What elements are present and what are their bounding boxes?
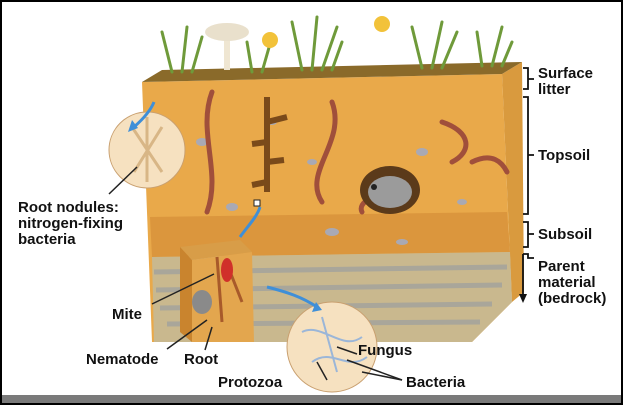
- sample-marker: [254, 200, 260, 206]
- label-root-nodules: Root nodules: nitrogen-fixing bacteria: [18, 200, 138, 248]
- label-nematode: Nematode: [86, 352, 159, 368]
- bedrock-down-arrow: [519, 294, 527, 303]
- horizon-bracket: [523, 68, 534, 297]
- bottom-bar: [2, 395, 621, 403]
- mite-icon: [221, 258, 233, 282]
- label-root: Root: [184, 352, 218, 368]
- mole-icon: [360, 166, 420, 214]
- label-surface-litter: Surface litter: [538, 66, 608, 98]
- label-protozoa: Protozoa: [218, 375, 282, 391]
- label-topsoil: Topsoil: [538, 148, 590, 164]
- small-soil-cube: [180, 240, 254, 342]
- mushroom-icon: [205, 23, 249, 70]
- label-mite: Mite: [112, 307, 142, 323]
- root-nodules-inset: [109, 112, 185, 188]
- flower-icons: [262, 16, 390, 48]
- label-parent-material: Parent material (bedrock): [538, 259, 620, 307]
- label-subsoil: Subsoil: [538, 227, 592, 243]
- label-bacteria: Bacteria: [406, 375, 465, 391]
- label-fungus: Fungus: [358, 343, 412, 359]
